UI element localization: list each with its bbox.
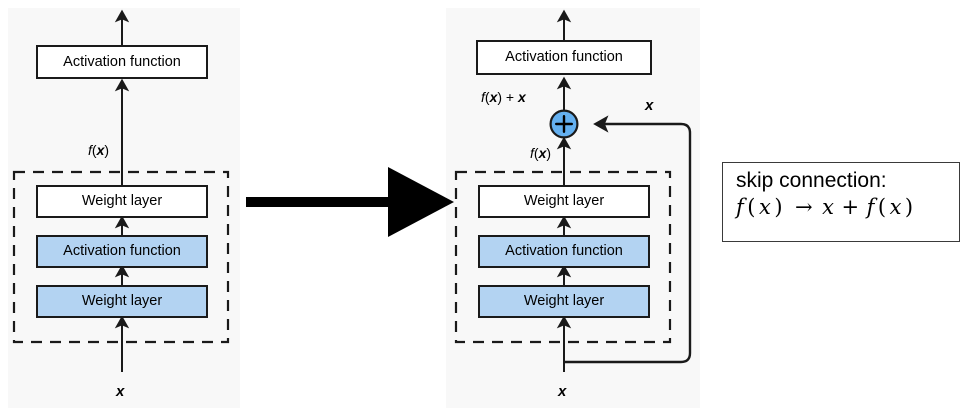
- formula-rhs-open: (: [877, 195, 887, 220]
- left-top-activation-label: Activation function: [63, 53, 181, 70]
- right-fx-label: f(x): [530, 145, 552, 161]
- formula-arrow: →: [795, 195, 814, 220]
- left-activation-inner-box: Activation function: [36, 235, 208, 268]
- right-weight-layer-top-label: Weight layer: [523, 193, 605, 210]
- formula-lhs-close: ): [774, 195, 784, 220]
- left-top-activation-box: Activation function: [36, 45, 208, 79]
- right-weight-layer-top-box: Weight layer: [478, 185, 650, 218]
- left-activation-inner-label: Activation function: [63, 243, 181, 260]
- left-weight-layer-top-box: Weight layer: [36, 185, 208, 218]
- formula-rhs-x: x: [822, 195, 835, 220]
- skip-branch-x-label: x: [645, 97, 654, 114]
- right-weight-layer-bottom-box: Weight layer: [478, 285, 650, 318]
- right-weight-layer-bottom-label: Weight layer: [523, 293, 605, 310]
- left-weight-layer-bottom-label: Weight layer: [81, 293, 163, 310]
- right-top-activation-label: Activation function: [505, 49, 623, 66]
- right-activation-inner-label: Activation function: [505, 243, 623, 260]
- right-input-x-label: x: [558, 383, 567, 400]
- left-fx-label: f(x): [88, 142, 110, 158]
- callout-title: skip connection:: [736, 169, 887, 192]
- callout-formula: f(x)→x+f(x): [736, 195, 959, 219]
- right-top-activation-box: Activation function: [476, 40, 652, 75]
- left-input-x-label: x: [116, 383, 125, 400]
- formula-lhs-f: f: [736, 195, 745, 220]
- formula-plus: +: [841, 195, 860, 220]
- formula-lhs-x: x: [758, 195, 772, 220]
- adder-node: [549, 109, 579, 139]
- formula-rhs-close: ): [904, 195, 914, 220]
- left-weight-layer-bottom-box: Weight layer: [36, 285, 208, 318]
- right-fx-plus-x-label: f(x) + x: [481, 89, 526, 105]
- formula-rhs-x2: x: [889, 195, 902, 220]
- formula-lhs-open: (: [747, 195, 756, 220]
- skip-connection-callout: skip connection: f(x)→x+f(x): [722, 162, 960, 242]
- right-activation-inner-box: Activation function: [478, 235, 650, 268]
- left-weight-layer-top-label: Weight layer: [81, 193, 163, 210]
- formula-rhs-f: f: [866, 195, 875, 220]
